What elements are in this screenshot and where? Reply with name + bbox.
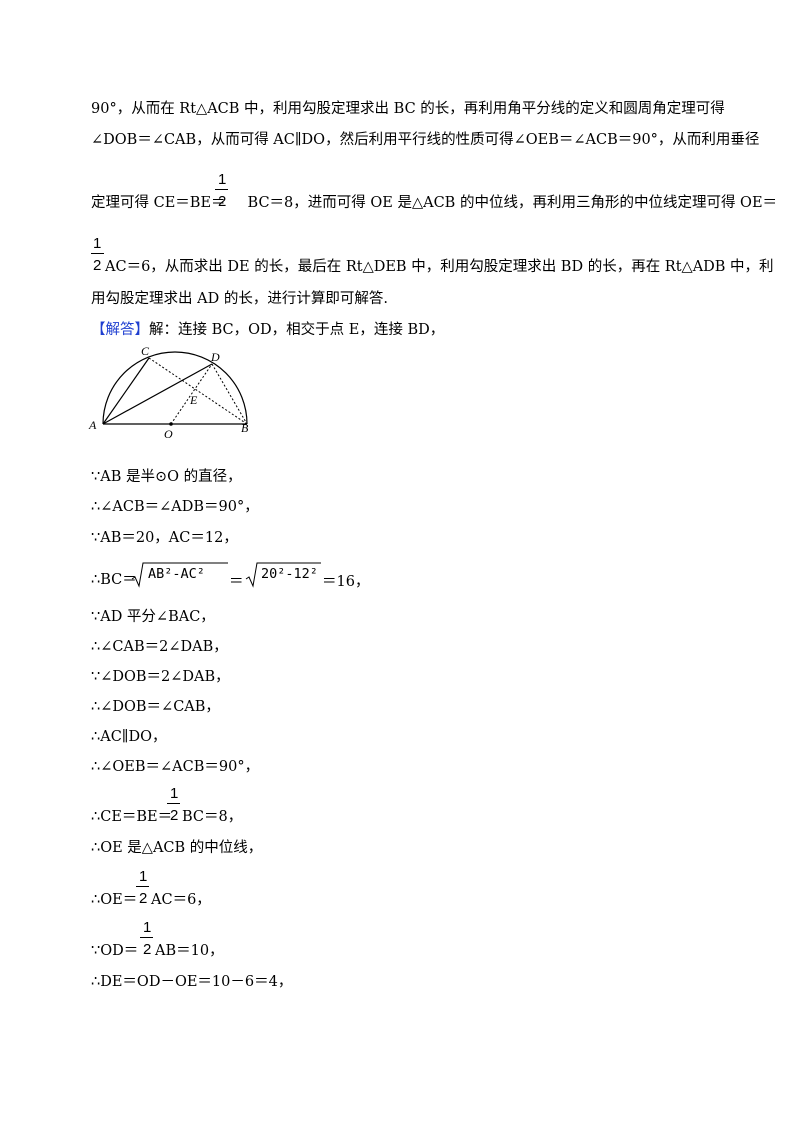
segment-db bbox=[211, 363, 248, 425]
frac-bar-2 bbox=[91, 253, 104, 254]
step-13: ∴OE＝ bbox=[91, 890, 137, 910]
step-12: ∴OE 是△ACB 的中位线， bbox=[91, 840, 263, 856]
step-8: ∴∠DOB＝∠CAB， bbox=[91, 699, 220, 715]
para-line-3-a: 定理可得 CE＝BE＝ bbox=[91, 195, 226, 211]
step-14: ∵OD＝ bbox=[91, 941, 138, 961]
frac-den-3: 2 bbox=[170, 807, 179, 824]
frac-num-1: 1 bbox=[218, 171, 227, 188]
step-9: ∴AC∥DO， bbox=[91, 729, 167, 745]
chord-ad bbox=[102, 363, 213, 425]
step-4-a: ∴BC＝ bbox=[91, 572, 137, 588]
step-6: ∴∠CAB＝2∠DAB， bbox=[91, 639, 228, 655]
sqrt-2-radicand: 20²-12² bbox=[261, 566, 318, 582]
step-14-b: AB＝10， bbox=[155, 943, 224, 959]
center-point bbox=[169, 422, 173, 426]
answer-tag: 【解答】 bbox=[91, 322, 149, 338]
step-2: ∴∠ACB＝∠ADB＝90°， bbox=[91, 499, 259, 515]
frac-den-5: 2 bbox=[143, 941, 152, 958]
frac-num-4: 1 bbox=[139, 868, 148, 885]
frac-bar-4 bbox=[136, 886, 149, 887]
step-13-a: ∴OE＝ bbox=[91, 892, 138, 908]
step-11: ∴CE＝BE＝ bbox=[91, 807, 172, 827]
frac-den-2: 2 bbox=[93, 257, 102, 274]
sqrt-1-radicand: AB²-AC² bbox=[148, 566, 205, 582]
label-e: E bbox=[189, 393, 198, 407]
label-o: O bbox=[164, 427, 173, 440]
frac-bar-3 bbox=[167, 803, 180, 804]
step-7: ∵∠DOB＝2∠DAB， bbox=[91, 669, 230, 685]
sqrt-1 bbox=[131, 562, 228, 588]
frac-bar-5 bbox=[140, 937, 153, 938]
label-c: C bbox=[141, 344, 150, 358]
answer-text: 解：连接 BC，OD，相交于点 E，连接 BD， bbox=[149, 322, 445, 338]
step-4: ∴BC＝ bbox=[91, 570, 137, 590]
label-d: D bbox=[210, 350, 220, 364]
step-11-a: ∴CE＝BE＝ bbox=[91, 809, 173, 825]
frac-num-5: 1 bbox=[143, 919, 152, 936]
para-line-3-b: BC＝8，进而可得 OE 是△ACB 的中位线，再利用三角形的中位线定理可得 O… bbox=[247, 195, 778, 211]
step-4-b: ＝16， bbox=[322, 574, 370, 590]
step-15: ∴DE＝OD－OE＝10－6＝4， bbox=[91, 974, 293, 990]
para-line-2: ∠DOB＝∠CAB，从而可得 AC∥DO，然后利用平行线的性质可得∠OEB＝∠A… bbox=[91, 132, 760, 148]
para-line-3: 定理可得 CE＝BE＝ BC＝8，进而可得 OE 是△ACB 的中位线，再利用三角… bbox=[91, 193, 777, 213]
frac-num-3: 1 bbox=[170, 785, 179, 802]
step-1: ∵AB 是半⊙O 的直径， bbox=[91, 469, 242, 485]
step-4-eq: ＝ bbox=[229, 574, 244, 590]
frac-den-4: 2 bbox=[139, 890, 148, 907]
para-line-5: 用勾股定理求出 AD 的长，进行计算即可解答. bbox=[91, 291, 388, 307]
sqrt-2 bbox=[245, 562, 321, 588]
step-3: ∵AB＝20，AC＝12， bbox=[91, 530, 238, 546]
frac-den-1: 2 bbox=[218, 193, 227, 210]
para-line-1: 90°，从而在 Rt△ACB 中，利用勾股定理求出 BC 的长，再利用角平分线的… bbox=[91, 101, 725, 117]
semicircle-figure: A B C D E O bbox=[88, 344, 249, 440]
frac-bar-1 bbox=[215, 189, 228, 190]
label-a: A bbox=[88, 418, 97, 432]
para-line-4: AC＝6，从而求出 DE 的长，最后在 Rt△DEB 中，利用勾股定理求出 BD… bbox=[105, 259, 774, 275]
step-10: ∴∠OEB＝∠ACB＝90°， bbox=[91, 759, 260, 775]
step-14-a: ∵OD＝ bbox=[91, 943, 139, 959]
label-b: B bbox=[241, 421, 249, 435]
step-13-b: AC＝6， bbox=[151, 892, 211, 908]
segment-od bbox=[170, 363, 213, 425]
frac-num-2: 1 bbox=[93, 235, 102, 252]
chord-ac bbox=[102, 357, 150, 425]
step-5: ∵AD 平分∠BAC， bbox=[91, 609, 215, 625]
semicircle-arc bbox=[102, 351, 248, 425]
step-11-b: BC＝8， bbox=[182, 809, 243, 825]
answer-line: 【解答】解：连接 BC，OD，相交于点 E，连接 BD， bbox=[91, 320, 444, 340]
